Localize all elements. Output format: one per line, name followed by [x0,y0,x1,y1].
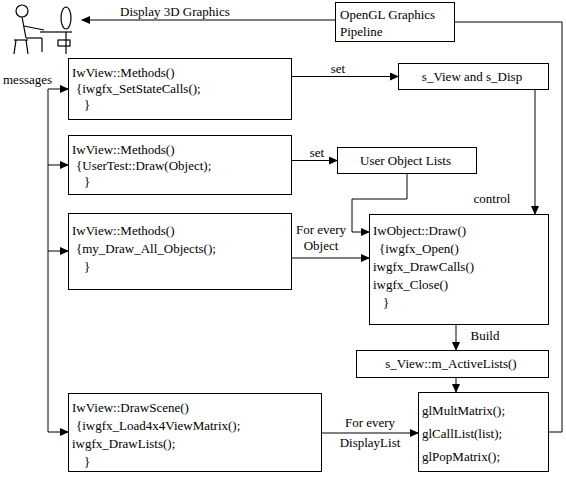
node-text: IwView::DrawScene() [72,399,318,417]
user-figure [14,5,72,54]
node-text: {iwgfx_SetStateCalls(); [72,81,288,97]
edge-label: For every DisplayList [328,413,412,453]
process-box: IwObject::Draw(){iwgfx_Open()iwgfx_DrawC… [369,214,549,325]
node-text: {my_Draw_All_Objects(); [72,240,288,258]
node-text: glCallList(list); [422,422,545,445]
connector-arrow [535,90,536,214]
connector-arrow [352,174,407,232]
message-lines [48,89,68,432]
free-label: messages [3,72,73,88]
edge-label: set [297,145,337,161]
node-text: OpenGL Graphics Pipeline [340,6,451,40]
node-text: User Object Lists [338,153,473,169]
connector-arrow [292,160,337,161]
process-box: glMultMatrix();glCallList(list);glPopMat… [418,392,549,472]
connector-arrow [455,22,562,432]
node-text: IwView::Methods() [72,142,288,158]
process-box: s_View::m_ActiveLists() [356,350,549,378]
node-text: glPopMatrix(); [422,445,545,468]
process-box: IwView::Methods(){iwgfx_SetStateCalls();… [68,58,292,120]
connector-arrow [456,325,457,350]
connector-arrow [456,378,457,392]
node-text: } [72,97,288,113]
process-box: User Object Lists [337,147,477,174]
process-box: IwView::Methods(){UserTest::Draw(Object)… [68,135,292,195]
process-box: s_View and s_Disp [398,63,549,90]
node-text: {UserTest::Draw(Object); [72,158,288,174]
node-text: IwView::Methods() [72,222,288,240]
node-text: {iwgfx_Load4x4ViewMatrix(); [72,417,318,435]
process-box: IwView::Methods(){my_Draw_All_Objects();… [68,213,292,290]
connector-arrow [292,258,369,259]
node-text: s_View and s_Disp [399,69,545,85]
node-text: iwgfx_DrawCalls() [373,258,545,276]
node-text: IwObject::Draw() [373,222,545,240]
node-text: {iwgfx_Open() [373,240,545,258]
node-text: } [373,294,545,312]
process-box: OpenGL Graphics Pipeline [335,2,455,42]
connector-arrow [322,433,418,434]
node-text: } [72,258,288,276]
display-arrow [82,20,335,21]
connector-arrow [292,76,398,77]
node-text: } [72,453,318,471]
node-text: s_View::m_ActiveLists() [357,356,545,372]
edge-label: Build [460,328,510,344]
edge-label: control [462,191,522,207]
node-text: } [72,174,288,190]
free-label: Display 3D Graphics [120,4,320,20]
node-text: iwgfx_DrawLists(); [72,435,318,453]
node-text: IwView::Methods() [72,65,288,81]
node-text: glMultMatrix(); [422,399,545,422]
edge-label: set [318,61,358,77]
process-box: IwView::DrawScene(){iwgfx_Load4x4ViewMat… [68,393,322,472]
node-text: iwgfx_Close() [373,276,545,294]
edge-label: For every Object [292,222,350,254]
